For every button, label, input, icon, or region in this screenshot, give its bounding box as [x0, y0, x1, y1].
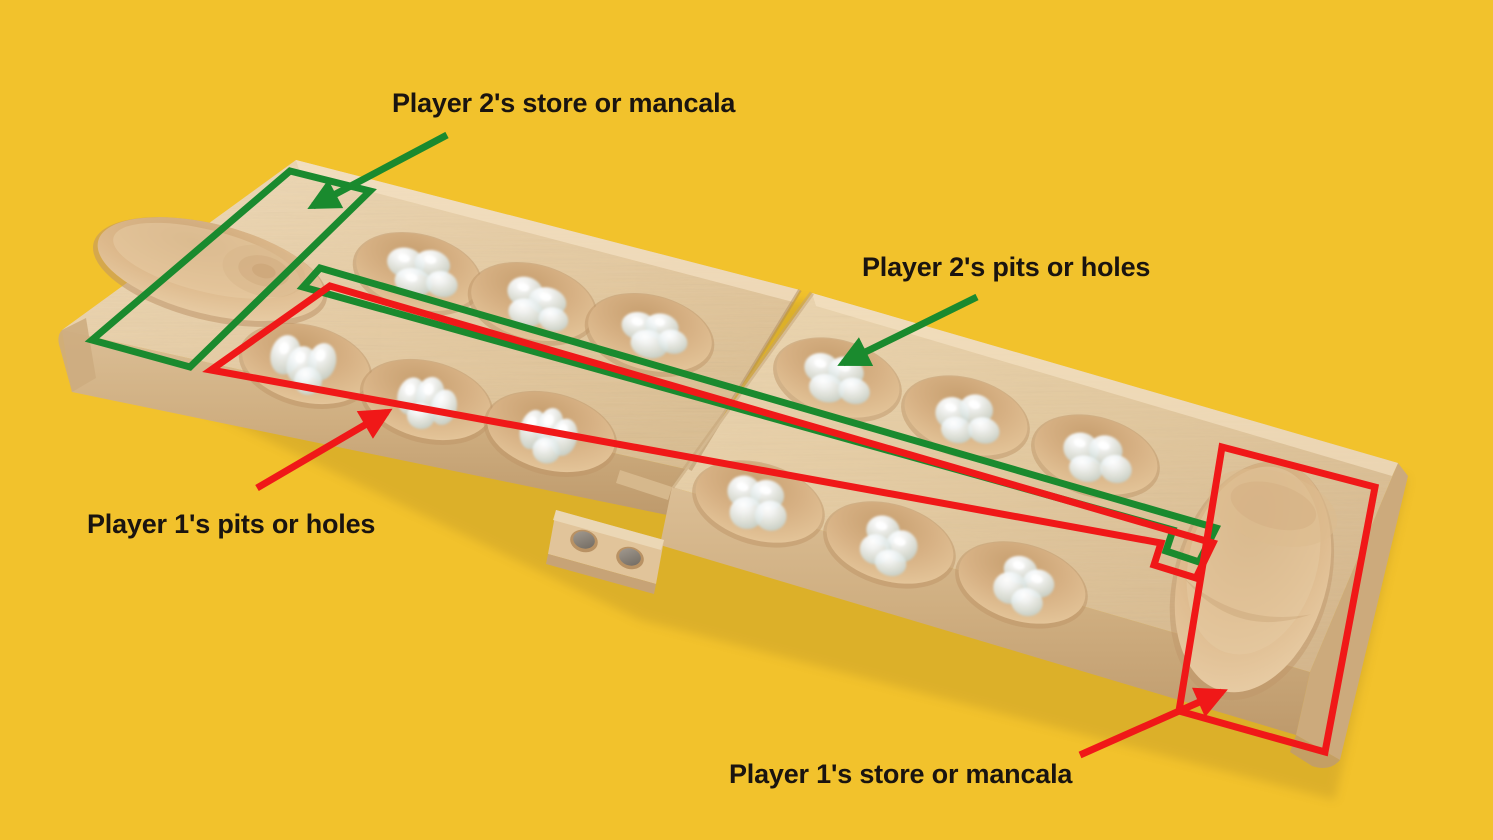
label-player2-store: Player 2's store or mancala	[392, 88, 736, 118]
label-player1-pits: Player 1's pits or holes	[87, 509, 376, 539]
label-player2-pits: Player 2's pits or holes	[862, 252, 1151, 282]
label-player1-store: Player 1's store or mancala	[729, 759, 1073, 789]
